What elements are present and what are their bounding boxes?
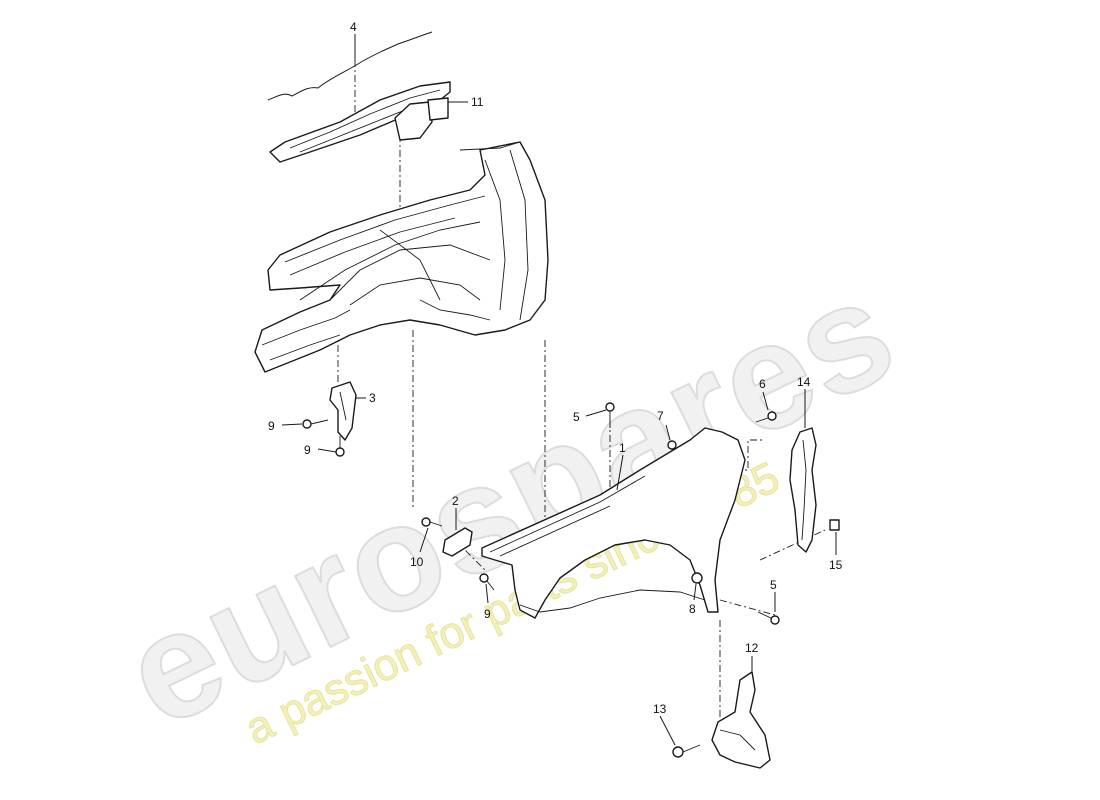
callout-7: 7 [657,409,664,423]
clip-icon [672,744,701,758]
clip-icon [829,519,840,531]
fasteners [302,402,840,758]
front-fender-part [481,427,746,619]
bolt-icon [757,611,780,625]
callout-13: 13 [653,702,667,716]
nut-icon [667,440,677,450]
callout-leaders [281,34,837,746]
bolt-icon [605,402,615,428]
callout-8: 8 [689,602,696,616]
bolt-icon [755,411,777,423]
callout-10: 10 [410,555,424,569]
assembly-lines [337,60,826,720]
bolt-icon [421,517,443,527]
bolt-icon [335,436,345,457]
callout-3: 3 [369,391,376,405]
callout-12: 12 [745,641,759,655]
callout-1: 1 [619,441,626,455]
seal-strip-part [267,31,433,101]
splash-guard-part [711,671,771,769]
callout-9: 9 [268,419,275,433]
callout-2: 2 [452,494,459,508]
bolt-icon [302,419,329,429]
bracket-part-3 [329,381,357,441]
bracket-part-2 [442,527,473,557]
callout-5: 5 [770,578,777,592]
callout-4: 4 [350,20,357,34]
callout-11: 11 [471,95,484,109]
callout-9: 9 [484,607,491,621]
callout-6: 6 [759,377,766,391]
callout-15: 15 [829,558,843,572]
callout-9: 9 [304,443,311,457]
strut-seal-part [789,427,817,553]
callout-14: 14 [797,375,811,389]
callout-5: 5 [573,410,580,424]
upper-rail-part [269,81,451,163]
bolt-icon [479,573,495,591]
nut-icon [691,572,703,584]
callout-labels: 4 11 3 9 9 5 7 6 14 1 2 10 9 8 5 15 12 1… [268,20,843,716]
body-structure-part [254,141,549,373]
